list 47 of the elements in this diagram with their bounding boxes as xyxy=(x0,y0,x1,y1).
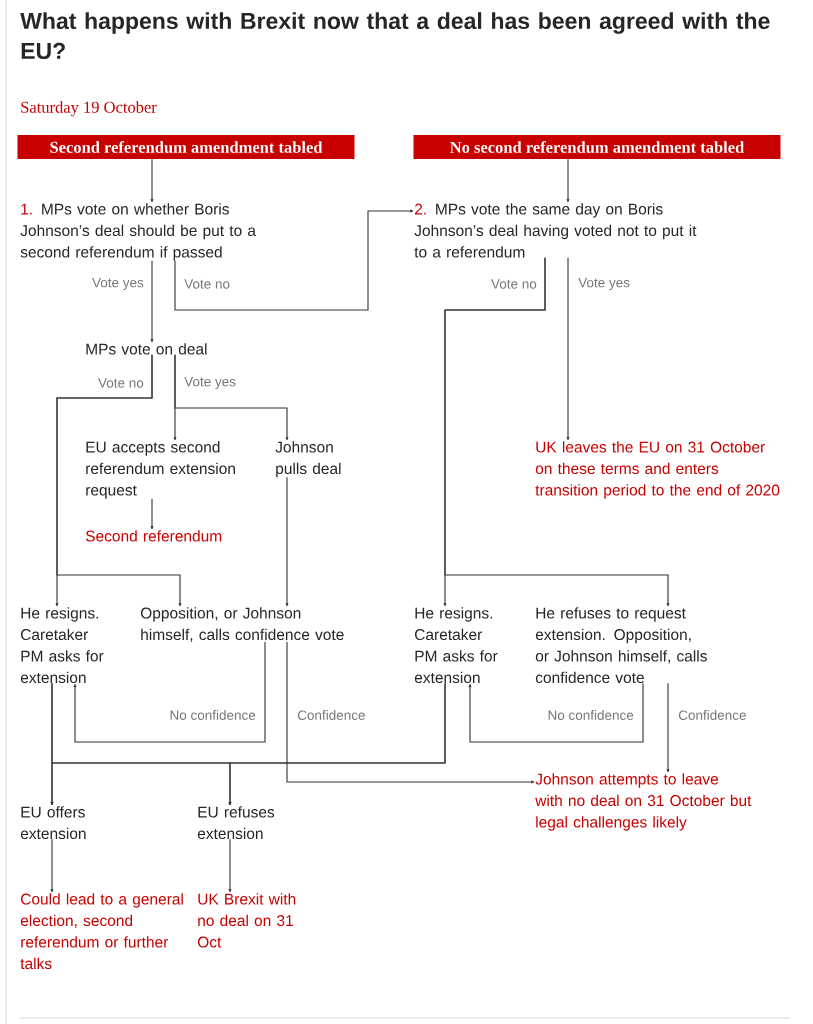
arrow xyxy=(444,257,670,607)
outcome-text: UK Brexit with no deal on 31 Oct xyxy=(197,893,296,948)
arrow xyxy=(150,158,154,203)
arrow xyxy=(566,158,570,203)
step-text: MPs vote on deal xyxy=(86,343,207,355)
arrow xyxy=(73,641,266,743)
title: What happens with Brexit now that a deal has been agreed with the EU? xyxy=(20,12,770,60)
outcome-text: Second referendum xyxy=(85,530,222,542)
edge-label: Vote no xyxy=(184,279,230,289)
edge-label: Vote yes xyxy=(184,376,236,390)
arrow xyxy=(150,498,154,530)
step-text: EU offers extension xyxy=(20,806,86,840)
arrow xyxy=(50,838,54,893)
step-text: 1. MPs vote on whether Boris Johnson’s deal should be put to a second referendum if passed xyxy=(20,203,256,261)
arrow xyxy=(566,257,570,441)
outcome-text: Johnson attempts to leave with no deal on 31 October but legal challenges likely xyxy=(535,773,752,831)
edge-label: Vote yes xyxy=(92,277,144,291)
arrow xyxy=(56,354,182,607)
edge-label: Confidence xyxy=(297,710,365,720)
arrow xyxy=(174,209,414,311)
date-heading: Saturday 19 October xyxy=(21,101,157,117)
arrow xyxy=(285,476,289,607)
edge-label: Vote yes xyxy=(578,277,630,291)
step-text: He resigns. Caretaker PM asks for extension xyxy=(20,607,104,684)
step-text: Johnson pulls deal xyxy=(275,441,341,478)
header-banner: No second referendum amendment tabled xyxy=(413,135,781,159)
header-banner: Second referendum amendment tabled xyxy=(17,135,355,159)
arrow xyxy=(228,682,446,806)
edge-label: Vote no xyxy=(98,378,144,388)
step-text: He resigns. Caretaker PM asks for extension xyxy=(414,607,498,684)
step-text: He refuses to request extension. Opposition, or Johnson himself, calls confidence vote xyxy=(535,607,707,684)
arrow xyxy=(286,641,535,784)
arrow xyxy=(228,838,232,893)
outcome-text: Could lead to a general election, second referendum or further talks xyxy=(20,893,183,970)
step-text: 2. MPs vote the same day on Boris Johnson’s deal having voted not to put it to a referendum xyxy=(414,203,697,258)
step-text: EU accepts second referendum extension request xyxy=(86,441,235,499)
step-text: EU refuses extension xyxy=(197,806,275,840)
arrow xyxy=(174,354,289,441)
arrow xyxy=(468,682,644,743)
arrow xyxy=(150,260,154,343)
step-text: Opposition, or Johnson himself, calls confidence vote xyxy=(140,607,344,642)
edge-label: No confidence xyxy=(548,710,634,720)
outcome-text: UK leaves the EU on 31 October on these terms and enters transition period to the end of 2020 xyxy=(535,441,780,499)
edge-label: No confidence xyxy=(170,710,256,720)
edge-label: Vote no xyxy=(491,279,537,289)
edge-label: Confidence xyxy=(678,710,746,720)
arrow xyxy=(666,682,670,773)
